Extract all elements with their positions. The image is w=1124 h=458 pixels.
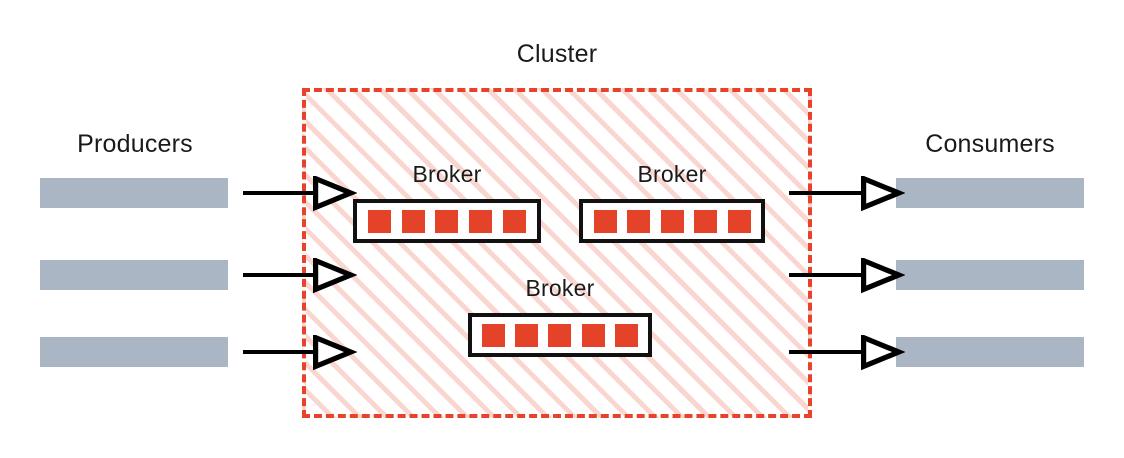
broker-2-box[interactable] [579,199,765,243]
partition-cell [469,209,493,233]
cluster-title: Cluster [516,40,598,68]
producers-title: Producers [77,130,193,158]
partition-cell [482,323,506,347]
producer-bar[interactable] [40,260,228,290]
broker-3-box[interactable] [468,313,652,357]
cluster-boundary [302,88,812,418]
partition-cell [367,209,391,233]
partition-cell [614,323,638,347]
consumers-title: Consumers [925,130,1055,158]
producer-bar[interactable] [40,337,228,367]
producer-bar[interactable] [40,178,228,208]
partition-cell [627,209,650,233]
partition-cell [593,209,617,233]
partition-cell [503,209,527,233]
partition-cell [515,323,539,347]
partition-cell [694,209,717,233]
broker-3-title: Broker [525,275,595,301]
consumer-bar[interactable] [896,337,1084,367]
partition-cell [401,209,425,233]
partition-cell [435,209,459,233]
broker-1-box[interactable] [353,199,541,243]
consumer-bar[interactable] [896,260,1084,290]
broker-2-title: Broker [637,161,707,187]
partition-cell [660,209,684,233]
partition-cell [581,323,605,347]
partition-cell [548,323,572,347]
broker-1-title: Broker [412,161,482,187]
consumer-bar[interactable] [896,178,1084,208]
partition-cell [727,209,751,233]
